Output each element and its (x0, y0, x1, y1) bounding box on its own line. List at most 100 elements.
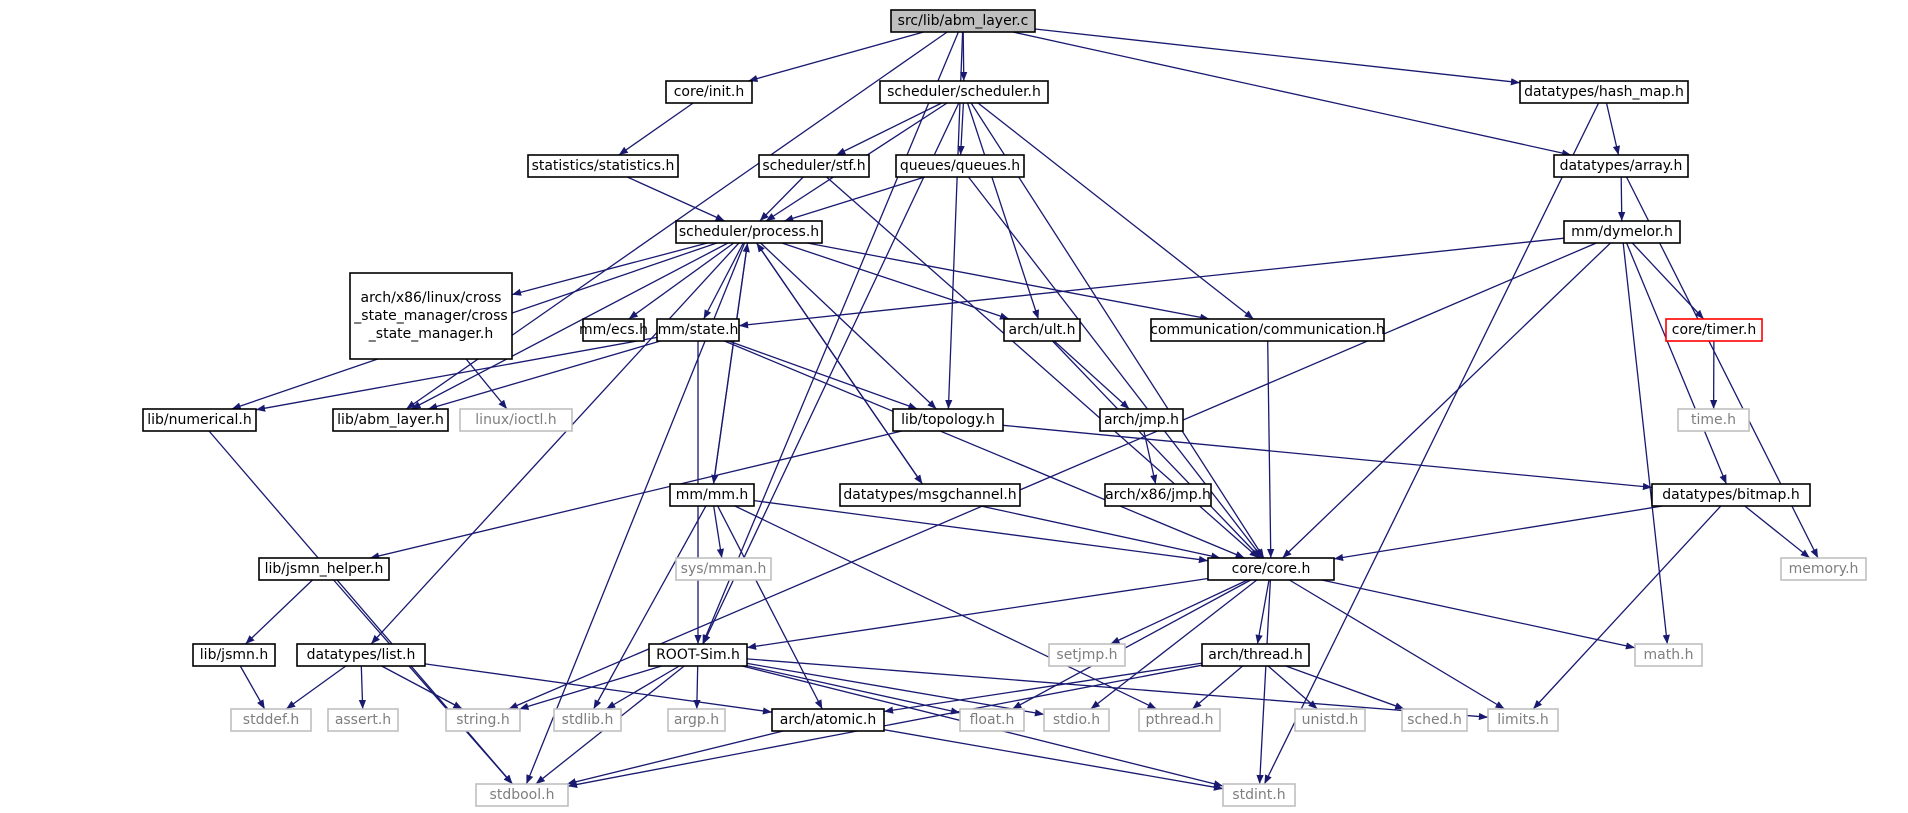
node-arch_thread[interactable]: arch/thread.h (1201, 643, 1310, 667)
node-hash_map[interactable]: datatypes/hash_map.h (1519, 80, 1689, 104)
edge-abm_layer_c-to-hash_map (1034, 28, 1521, 86)
node-stdlib_h[interactable]: stdlib.h (553, 708, 622, 732)
node-cross_state[interactable]: arch/x86/linux/cross_state_manager/cross… (349, 272, 513, 360)
node-core_init[interactable]: core/init.h (665, 80, 753, 104)
node-mm_ecs[interactable]: mm/ecs.h (579, 318, 648, 342)
edge-core_core-to-setjmp (1110, 579, 1248, 645)
node-box (582, 318, 645, 342)
edge-array-to-dymelor (1618, 176, 1626, 222)
node-stdint_h[interactable]: stdint.h (1222, 783, 1296, 807)
node-abm_layer_h[interactable]: lib/abm_layer.h (332, 408, 449, 432)
node-box (839, 483, 1021, 507)
node-setjmp[interactable]: setjmp.h (1048, 643, 1126, 667)
node-mm_state[interactable]: mm/state.h (656, 318, 740, 342)
node-topology[interactable]: lib/topology.h (892, 408, 1004, 432)
node-box (1553, 154, 1689, 178)
edge-rootsim-to-limits_h (746, 658, 1489, 721)
node-stdio_h[interactable]: stdio.h (1043, 708, 1110, 732)
node-math_h[interactable]: math.h (1634, 643, 1703, 667)
edge-mm_state-to-core_core (724, 340, 1245, 559)
node-label: arch/thread.h (1208, 647, 1303, 663)
node-argp_h[interactable]: argp.h (667, 708, 726, 732)
node-label: argp.h (674, 712, 719, 728)
node-label: datatypes/msgchannel.h (843, 487, 1016, 503)
edge-communication-to-core_core (1267, 340, 1275, 559)
node-label: lib/numerical.h (147, 412, 252, 428)
edge-sched_sched-to-core_core (970, 102, 1265, 559)
node-core_core[interactable]: core/core.h (1207, 557, 1335, 581)
node-label: float.h (970, 712, 1015, 728)
edge-arch_thread-to-arch_atomic (883, 662, 1203, 714)
node-arch_jmp[interactable]: arch/jmp.h (1099, 408, 1184, 432)
edge-rootsim-to-argp_h (693, 665, 701, 710)
node-sched_stf[interactable]: scheduler/stf.h (758, 154, 870, 178)
node-layer: src/lib/abm_layer.c core/init.h scheduler/… (142, 9, 1867, 807)
node-dymelor[interactable]: mm/dymelor.h (1563, 220, 1681, 244)
node-label: pthread.h (1145, 712, 1213, 728)
node-box (675, 220, 823, 244)
node-linux_ioctl[interactable]: linux/ioctl.h (459, 408, 573, 432)
node-label: statistics/statistics.h (532, 158, 675, 174)
node-pthread_h[interactable]: pthread.h (1138, 708, 1221, 732)
edge-arch_thread-to-sched_h (1285, 665, 1405, 710)
node-label: queues/queues.h (900, 158, 1020, 174)
node-jsmn_helper[interactable]: lib/jsmn_helper.h (258, 557, 390, 581)
edge-dt_list-to-assert_h (358, 665, 367, 710)
edge-dymelor-to-core_core (1282, 242, 1611, 559)
node-bitmap[interactable]: datatypes/bitmap.h (1651, 483, 1811, 507)
node-arch_ult[interactable]: arch/ult.h (1003, 318, 1081, 342)
edge-queues-to-process (784, 176, 925, 222)
edge-dymelor-to-string_h (508, 242, 1597, 710)
node-box (445, 708, 521, 732)
node-label: datatypes/list.h (307, 647, 416, 663)
node-box (1634, 643, 1703, 667)
node-time_h[interactable]: time.h (1677, 408, 1750, 432)
node-memory_h[interactable]: memory.h (1780, 557, 1867, 581)
node-rootsim[interactable]: ROOT-Sim.h (648, 643, 748, 667)
node-core_timer[interactable]: core/timer.h (1665, 318, 1763, 342)
node-msgchannel[interactable]: datatypes/msgchannel.h (839, 483, 1021, 507)
edge-dt_list-to-arch_atomic (424, 663, 773, 715)
node-numerical[interactable]: lib/numerical.h (142, 408, 257, 432)
node-string_h[interactable]: string.h (445, 708, 521, 732)
node-sched_sched[interactable]: scheduler/scheduler.h (879, 80, 1049, 104)
node-sys_mman[interactable]: sys/mman.h (675, 557, 772, 581)
node-process[interactable]: scheduler/process.h (675, 220, 823, 244)
edge-sched_sched-to-rootsim (702, 102, 960, 645)
edge-process-to-topology (760, 242, 937, 410)
edge-arch_thread-to-pthread_h (1191, 665, 1244, 710)
node-arch_atomic[interactable]: arch/atomic.h (771, 708, 885, 732)
node-sched_h[interactable]: sched.h (1401, 708, 1468, 732)
node-label: ROOT-Sim.h (656, 647, 740, 663)
node-statistics[interactable]: statistics/statistics.h (527, 154, 679, 178)
node-stdbool_h[interactable]: stdbool.h (475, 783, 569, 807)
edge-arch_thread-to-unistd_h (1267, 665, 1318, 710)
node-unistd_h[interactable]: unistd.h (1294, 708, 1366, 732)
node-mm_mm[interactable]: mm/mm.h (669, 483, 755, 507)
node-dt_list[interactable]: datatypes/list.h (296, 643, 426, 667)
node-queues[interactable]: queues/queues.h (895, 154, 1025, 178)
node-assert_h[interactable]: assert.h (327, 708, 399, 732)
edge-hash_map-to-array (1605, 102, 1621, 156)
node-label: scheduler/scheduler.h (887, 84, 1041, 100)
node-label: datatypes/bitmap.h (1662, 487, 1800, 503)
node-abm_layer_c[interactable]: src/lib/abm_layer.c (890, 9, 1036, 33)
edge-mm_mm-to-sys_mman (713, 505, 724, 559)
node-box (1207, 557, 1335, 581)
edge-dt_list-to-string_h (381, 665, 463, 710)
edge-jsmn-to-stddef (239, 665, 266, 710)
node-jsmn[interactable]: lib/jsmn.h (192, 643, 276, 667)
node-float_h[interactable]: float.h (959, 708, 1025, 732)
node-box (669, 483, 755, 507)
edge-process-to-arch_ult (781, 242, 1010, 320)
node-communication[interactable]: communication/communication.h (1150, 318, 1385, 342)
edge-hash_map-to-stdint_h (1263, 102, 1600, 785)
node-x86_jmp[interactable]: arch/x86/jmp.h (1104, 483, 1212, 507)
node-stddef[interactable]: stddef.h (230, 708, 312, 732)
node-box (459, 408, 573, 432)
node-limits_h[interactable]: limits.h (1487, 708, 1559, 732)
edge-sched_sched-to-sched_stf (836, 102, 942, 156)
node-box (1003, 318, 1081, 342)
edge-topology-to-jsmn_helper (369, 430, 903, 560)
node-array[interactable]: datatypes/array.h (1553, 154, 1689, 178)
